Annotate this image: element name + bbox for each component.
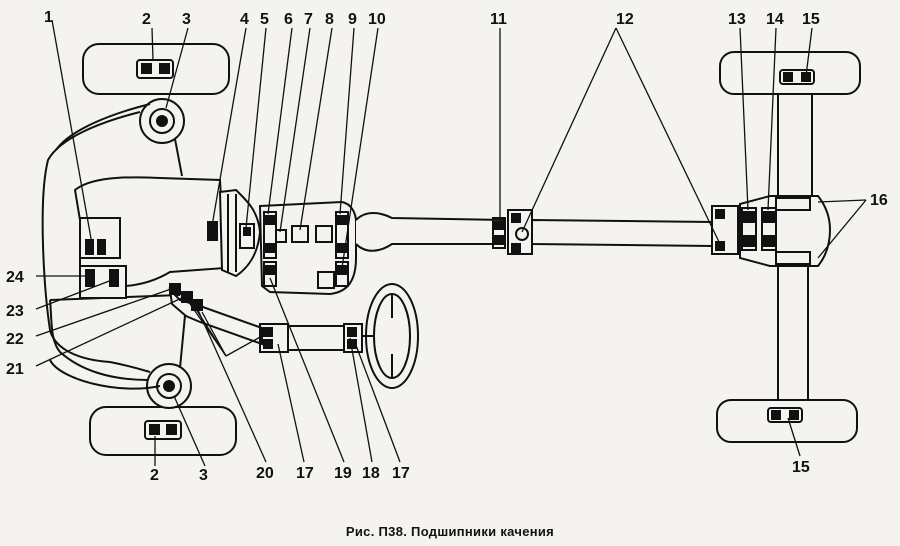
callout-2-bottom: 2 [150,467,159,484]
callout-17-left: 17 [296,465,314,482]
rear-right-wheel [716,399,858,443]
engine-block [73,176,227,299]
callout-22: 22 [6,331,24,348]
callout-15-top: 15 [802,11,820,28]
steering-linkage [41,111,151,373]
front-upper-hub [139,98,185,177]
rear-left-wheel [719,51,861,95]
callout-9: 9 [348,11,357,28]
propeller-shaft [355,205,739,255]
callout-7: 7 [304,11,313,28]
rear-axle [739,87,832,405]
callout-19: 19 [334,465,352,482]
callout-2-top: 2 [142,11,151,28]
leader-lines [35,19,867,467]
callout-12: 12 [616,11,634,28]
callout-4: 4 [240,11,249,28]
callout-labels: 1 2 3 4 5 6 7 8 9 10 11 12 13 14 15 16 2… [6,9,888,484]
callout-20: 20 [256,465,274,482]
callout-16: 16 [870,192,888,209]
callout-8: 8 [325,11,334,28]
gearbox [258,200,357,296]
callout-1: 1 [44,9,53,26]
callout-3-bottom: 3 [199,467,208,484]
callout-18: 18 [362,465,380,482]
callout-17-right: 17 [392,465,410,482]
steering-wheel [362,283,419,389]
callout-3-top: 3 [182,11,191,28]
callout-14: 14 [766,11,784,28]
callout-24: 24 [6,269,24,286]
clutch-housing [218,188,262,278]
callout-6: 6 [284,11,293,28]
callout-23: 23 [6,303,24,320]
front-lower-hub [146,304,192,409]
callout-11: 11 [490,11,507,28]
steering-column [168,283,363,353]
callout-15-bottom: 15 [792,459,810,476]
callout-21: 21 [6,361,24,378]
callout-5: 5 [260,11,269,28]
callout-13: 13 [728,11,746,28]
front-right-wheel [89,406,237,456]
figure-caption: Рис. П38. Подшипники качения [345,524,555,539]
callout-10: 10 [368,11,386,28]
front-left-wheel [82,43,230,95]
